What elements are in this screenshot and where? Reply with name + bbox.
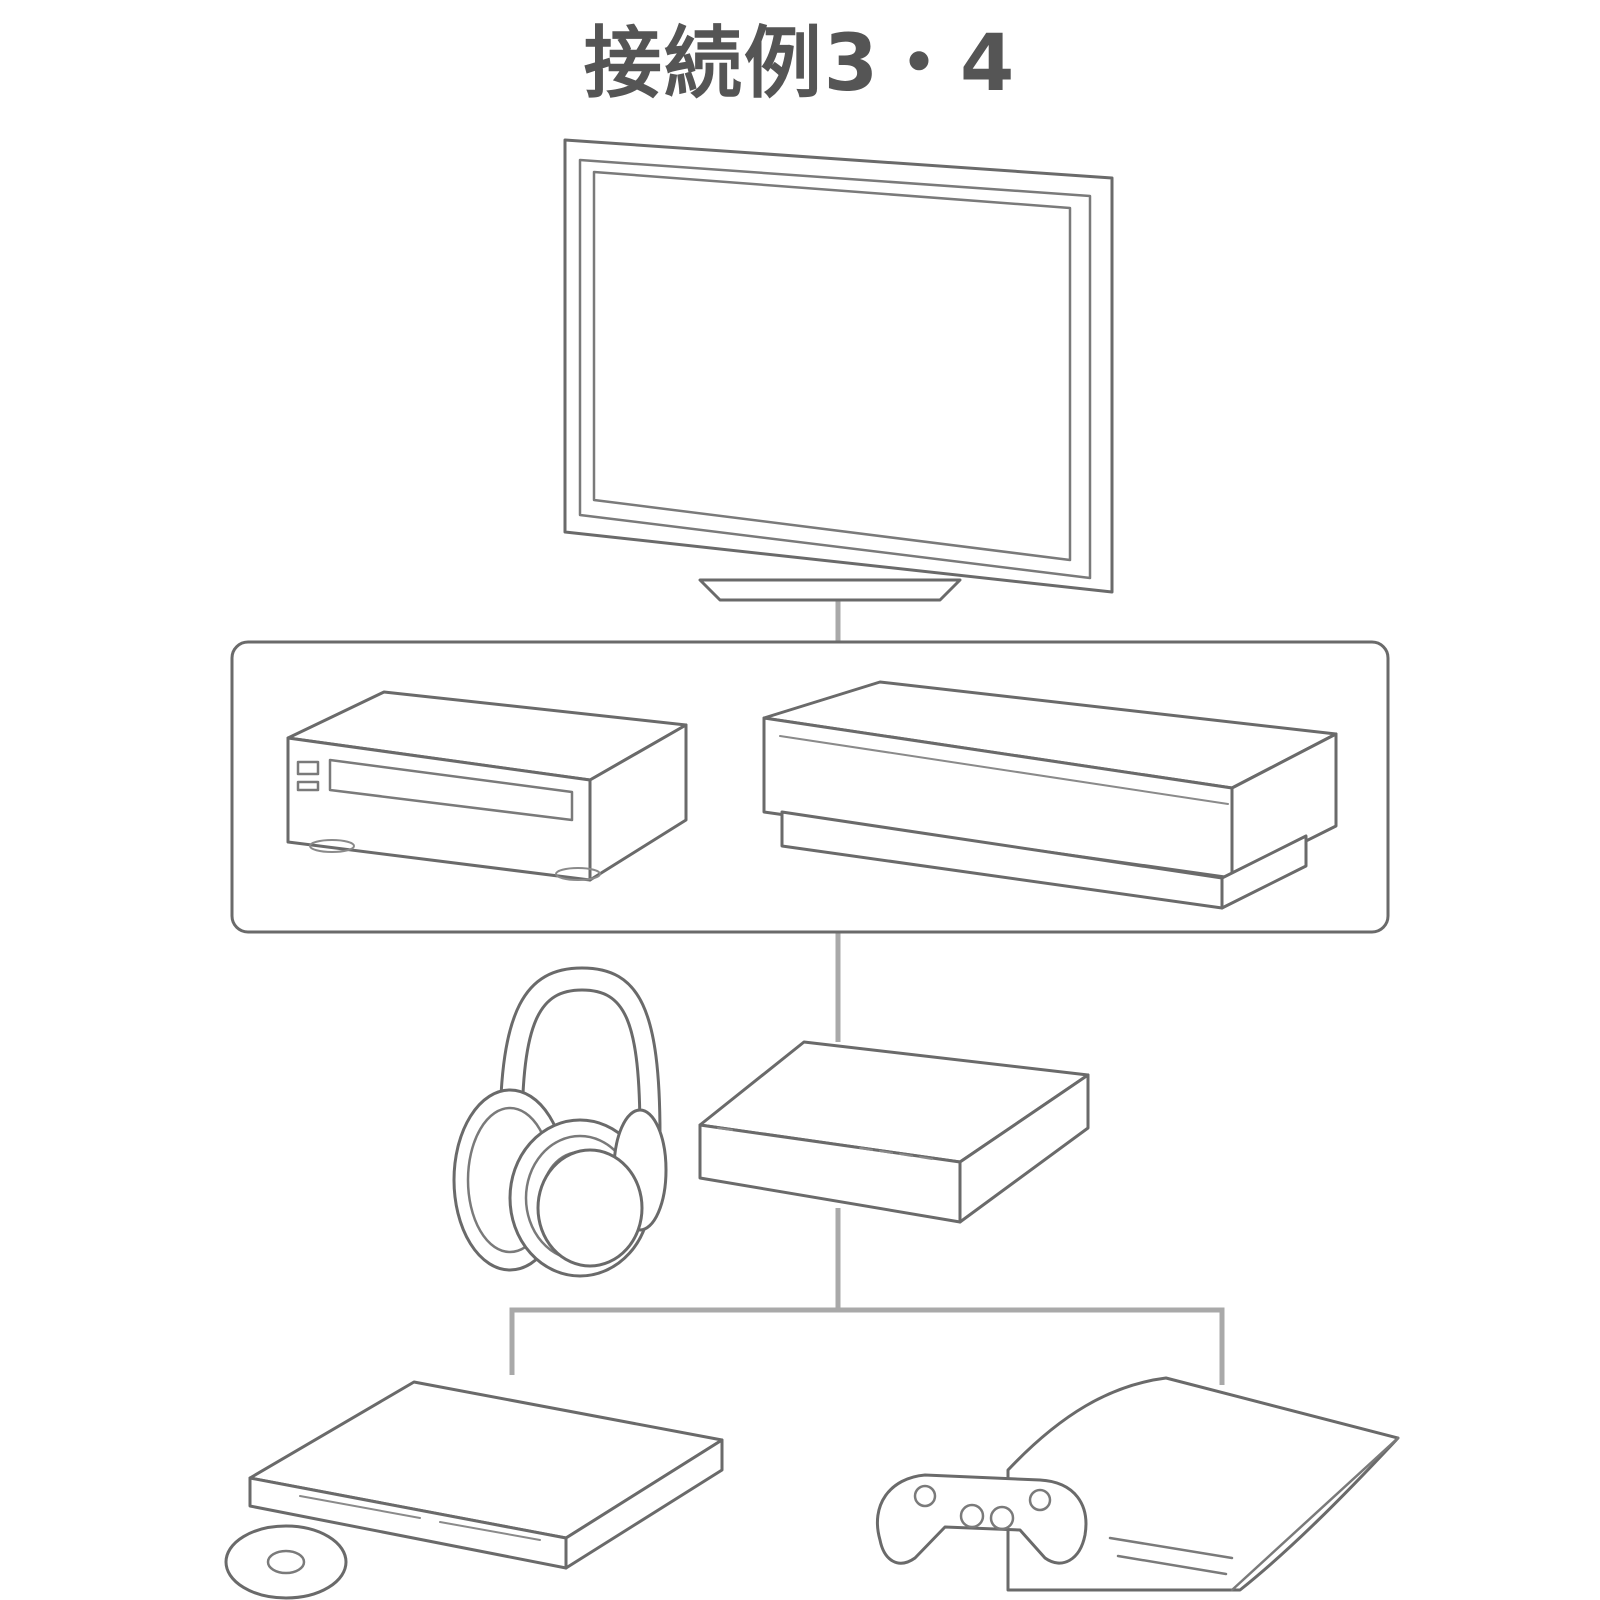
wireless-headphones-icon <box>452 966 668 1278</box>
game-console-icon <box>1006 1376 1400 1592</box>
bd-recorder-icon <box>286 690 688 882</box>
av-receiver-icon <box>762 680 1338 910</box>
disc-icon <box>224 1524 348 1600</box>
connection-lines <box>509 598 1225 1385</box>
tv-icon <box>563 138 1114 602</box>
game-controller-icon <box>875 1473 1088 1565</box>
headphone-processor-icon <box>698 1040 1090 1224</box>
diagram-title: 接続例3・4 <box>583 19 1017 109</box>
dvd-player-icon <box>248 1380 724 1570</box>
branch-connector <box>509 1307 1225 1385</box>
